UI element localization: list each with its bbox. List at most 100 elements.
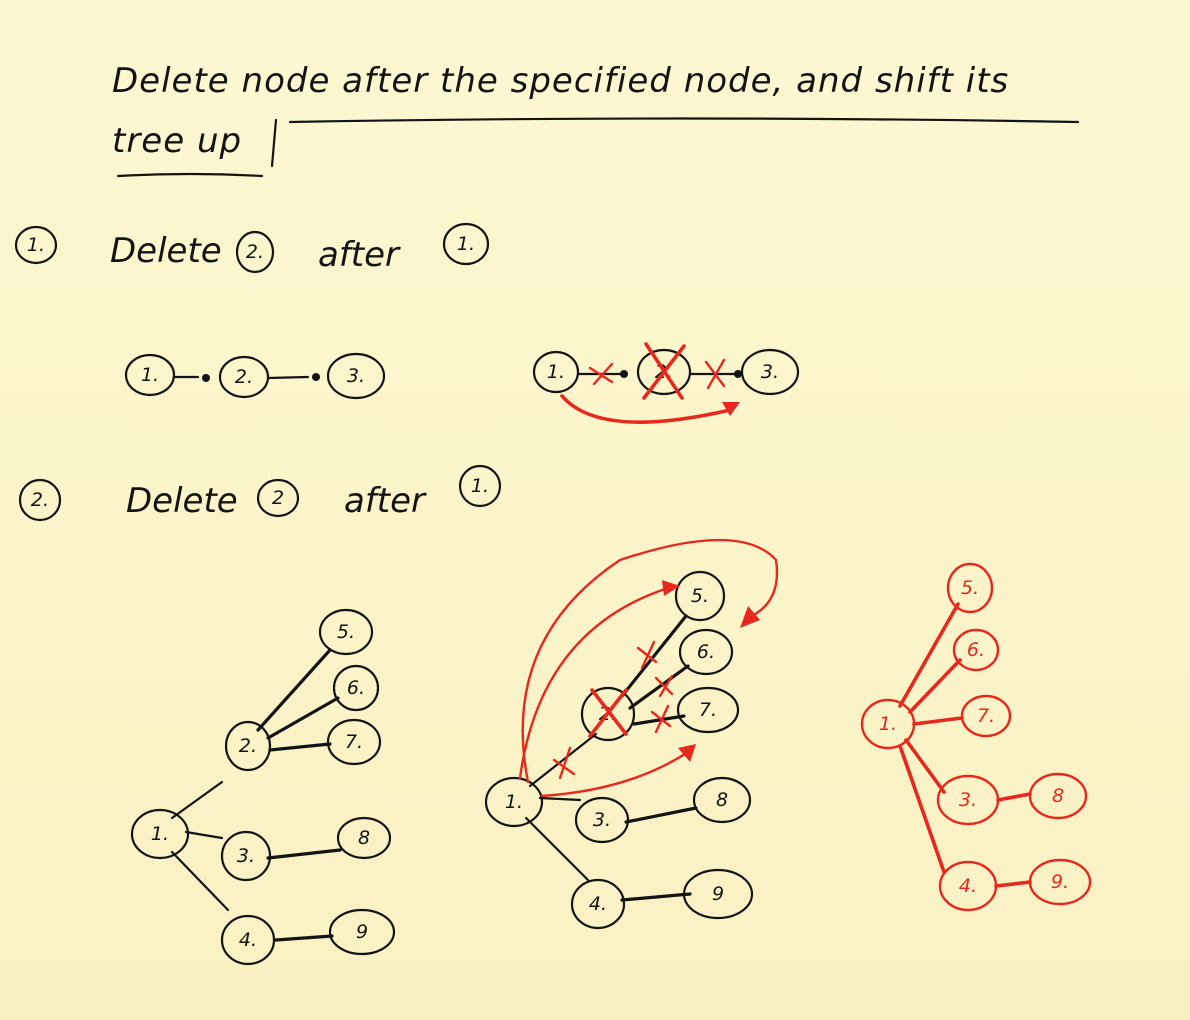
relink-arrow-1-5: [518, 586, 670, 780]
tree-during-label-9: 9: [712, 883, 724, 905]
tree-after-label-3: 3.: [959, 789, 977, 811]
tree-after-label-1: 1.: [879, 713, 897, 735]
after-edge-1-6: [908, 658, 962, 714]
list-before-pointer-2: [312, 373, 320, 381]
list-before-node-3: [326, 352, 386, 400]
cross-out-node-2: [642, 342, 686, 400]
title-underline-short: [116, 172, 264, 178]
cross-out-link-1: [588, 362, 614, 386]
edge-1-3: [184, 830, 224, 840]
step1-node-b: [442, 222, 490, 266]
tree-during-node-2: [580, 686, 636, 742]
tree-after-node-5: [946, 562, 994, 614]
tree-before-label-8: 8: [358, 827, 370, 849]
list-after-node-1: [532, 350, 580, 394]
tree-after-label-5: 5.: [961, 577, 979, 599]
edge-2-5-during: [620, 614, 688, 698]
cross-out-link-2: [704, 358, 726, 390]
tree-after-node-1: [860, 698, 916, 750]
tree-after-node-7: [960, 694, 1012, 738]
tree-during-label-3: 3.: [593, 809, 611, 831]
tree-after-node-4: [938, 860, 998, 912]
tree-during: 1. 2. 3. 4. 5. 6. 7. 8 9: [484, 538, 779, 930]
tree-after-label-9: 9.: [1051, 871, 1069, 893]
tree-before-label-9: 9: [356, 921, 368, 943]
list-after-label-3: 3.: [761, 361, 779, 383]
tree-before-node-6: [332, 664, 380, 712]
after-edge-1-7: [912, 716, 964, 726]
edge-1-2: [170, 780, 224, 820]
tree-during-label-5: 5.: [691, 585, 709, 607]
step2-node-b: [458, 464, 502, 508]
edge-1-4: [170, 850, 230, 912]
list-after-pointer-1: [620, 370, 628, 378]
step1-preposition: after: [318, 235, 401, 275]
tree-after-node-9: [1028, 858, 1092, 906]
list-after-node-2: [636, 348, 692, 396]
cross-out-edge-1-2: [552, 746, 576, 780]
tree-before-node-3: [220, 830, 272, 882]
tree-before: 1. 2. 3. 4. 5. 6. 7. 8 9: [130, 608, 396, 966]
tree-during-node-9: [682, 868, 754, 920]
step2-node-b-label: 1.: [471, 475, 489, 497]
edge-2-5: [256, 648, 332, 732]
step1-circle: [14, 225, 58, 265]
tree-after-node-3: [936, 774, 1000, 826]
tree-before-node-5: [318, 608, 374, 656]
tree-before-label-1: 1.: [151, 823, 169, 845]
list-before-link-2: [266, 375, 310, 380]
tree-before-node-2: [224, 720, 272, 772]
after-edge-1-3: [904, 738, 946, 794]
tree-during-node-4: [570, 878, 626, 930]
tree-during-node-3: [574, 796, 630, 844]
list-before-label-3: 3.: [347, 365, 365, 387]
tree-after-node-6: [952, 628, 1000, 672]
list-before-label-2: 2.: [235, 366, 253, 388]
title-line-2: tree up: [112, 121, 242, 161]
step1-node-b-label: 1.: [457, 233, 475, 255]
edge-2-7-during: [632, 714, 686, 726]
title-line-1: Delete node after the specified node, an…: [112, 61, 1009, 101]
tree-during-node-8: [692, 776, 752, 824]
edge-3-8-during: [624, 806, 698, 824]
step2-verb: Delete: [126, 481, 238, 521]
step1-node-a: [235, 230, 275, 274]
tree-during-label-1: 1.: [505, 791, 523, 813]
edge-1-2-during: [528, 732, 598, 788]
tree-during-node-5: [674, 570, 726, 622]
tree-before-node-4: [220, 914, 276, 966]
relink-arrowhead-1-6: [740, 606, 760, 628]
relink-arrowhead-1-5: [662, 580, 680, 596]
tree-after-label-6: 6.: [967, 639, 985, 661]
tree-during-node-6: [678, 628, 734, 676]
edge-1-4-during: [524, 816, 590, 882]
tree-before-node-1: [130, 808, 190, 860]
cross-out-edge-2-5: [636, 640, 658, 670]
title-underline: [288, 117, 1080, 124]
tree-after-node-8: [1028, 772, 1088, 820]
tree-before-node-8: [336, 816, 392, 860]
edge-4-9-during: [620, 892, 692, 902]
tree-before-label-4: 4.: [239, 929, 257, 951]
tree-before-label-6: 6.: [347, 677, 365, 699]
step1-verb: Delete: [110, 231, 222, 271]
relink-arrowhead: [722, 402, 740, 416]
tree-during-label-7: 7.: [699, 699, 717, 721]
tree-during-node-7: [676, 686, 740, 734]
step1-number: 1.: [27, 234, 45, 256]
after-edge-3-8: [996, 792, 1032, 802]
cursor-mark: [270, 118, 278, 168]
cross-out-node-2-tree: [588, 688, 628, 738]
tree-after-label-7: 7.: [977, 705, 995, 727]
tree-after-label-4: 4.: [959, 875, 977, 897]
list-after-label-1: 1.: [547, 361, 565, 383]
tree-before-node-9: [328, 908, 396, 956]
tree-before-label-7: 7.: [345, 731, 363, 753]
list-before-node-1: [124, 353, 176, 397]
step2-circle: [18, 478, 62, 522]
list-before-pointer-1: [202, 374, 210, 382]
tree-during-label-8: 8: [716, 789, 728, 811]
edge-2-6: [266, 696, 340, 740]
relink-arrow: [560, 394, 732, 424]
